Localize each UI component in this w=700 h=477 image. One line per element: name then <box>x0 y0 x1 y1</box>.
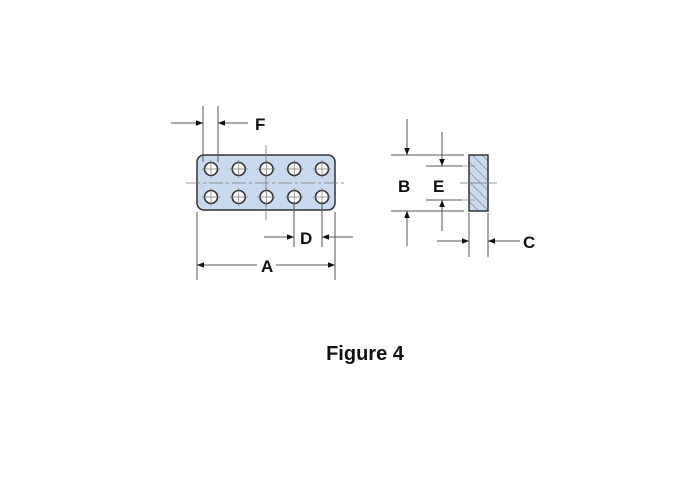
front-view <box>186 145 346 220</box>
hole <box>313 160 331 178</box>
dimension-c: C <box>437 213 535 257</box>
figure-caption: Figure 4 <box>326 343 405 365</box>
label-a: A <box>261 257 273 276</box>
hole <box>229 160 248 178</box>
hole <box>285 160 304 178</box>
dimension-a: A <box>196 212 336 280</box>
dimension-f: F <box>171 106 265 162</box>
dimension-e: E <box>426 132 462 231</box>
label-d: D <box>300 229 312 248</box>
hole <box>202 160 220 178</box>
dimension-b: B <box>391 119 464 246</box>
label-c: C <box>523 233 535 252</box>
hole <box>313 188 331 206</box>
holes <box>202 160 331 206</box>
dimension-d: D <box>264 202 353 248</box>
hole <box>202 188 220 206</box>
label-b: B <box>398 177 410 196</box>
label-e: E <box>433 177 444 196</box>
hole <box>229 188 248 206</box>
label-f: F <box>255 115 265 134</box>
hole <box>257 160 276 178</box>
hole <box>257 188 276 206</box>
side-view <box>460 154 497 212</box>
